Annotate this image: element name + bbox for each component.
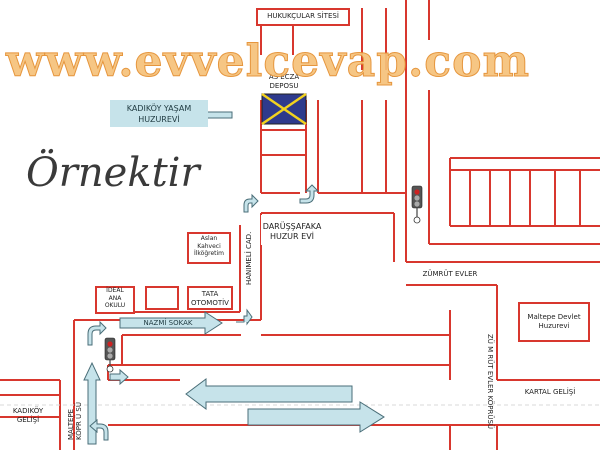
as-ecza-label: AS ECZA DEPOSU (258, 73, 310, 91)
kadikoy-street-label: KADIKÖY GELİŞİ (12, 407, 44, 424)
direction-arrow-icon (83, 361, 101, 445)
hanimeli-street-label: HANIMELİ CAD. (245, 231, 253, 285)
aslan-label: Aslan Kahveci İlköğretim (193, 235, 225, 257)
direction-arrow-icon (247, 401, 385, 433)
maltepe-bridge-label: MALTEPE KÖPR Ü SÜ (67, 402, 83, 440)
zumrut-street-label: ZÜMRÜT EVLER (422, 270, 478, 278)
maltepe-devlet-box (518, 302, 590, 342)
u-turn-arrow-icon (243, 193, 259, 213)
tata-box (187, 286, 233, 310)
ideal-label: İDEAL ANA OKULU (104, 287, 126, 309)
traffic-light-icon (411, 185, 423, 224)
u-turn-arrow-icon (87, 320, 107, 346)
traffic-light-icon (104, 337, 116, 373)
ideal-box (95, 286, 135, 314)
darussafaka-box (261, 215, 325, 245)
empty-block-box (145, 286, 179, 310)
direction-arrow-icon (119, 311, 223, 335)
zumrut-bridge-label: ZÜ M RÜT EVLER KÖPRÜSÜ (486, 334, 494, 430)
u-turn-arrow-icon (299, 184, 320, 204)
as-ecza-depot-marker (261, 92, 307, 126)
maltepe-devlet-label: Maltepe Devlet Huzurevi (527, 313, 581, 330)
direction-arrow-icon (109, 368, 129, 386)
kadikoy-yasam-label: KADIKÖY YAŞAM HUZUREVİ (110, 100, 208, 127)
kartal-street-label: KARTAL GELİŞİ (524, 388, 576, 396)
tata-label: TATA OTOMOTİV (191, 290, 229, 307)
watermark-text: www.evvelcevap.com (6, 36, 530, 88)
example-label: Örnektir (26, 150, 200, 196)
aslan-box (187, 232, 231, 264)
darussafaka-label: DARÜŞŞAFAKA HUZUR EVİ (262, 222, 322, 241)
hukukcular-label: HUKUKÇULAR SİTESİ (267, 12, 339, 20)
nazmi-street-label: NAZMİ SOKAK (143, 319, 193, 327)
direction-arrow-icon (185, 378, 353, 410)
u-turn-arrow-icon (89, 418, 109, 441)
hukukcular-box (256, 8, 350, 26)
u-turn-arrow-icon (236, 308, 253, 326)
